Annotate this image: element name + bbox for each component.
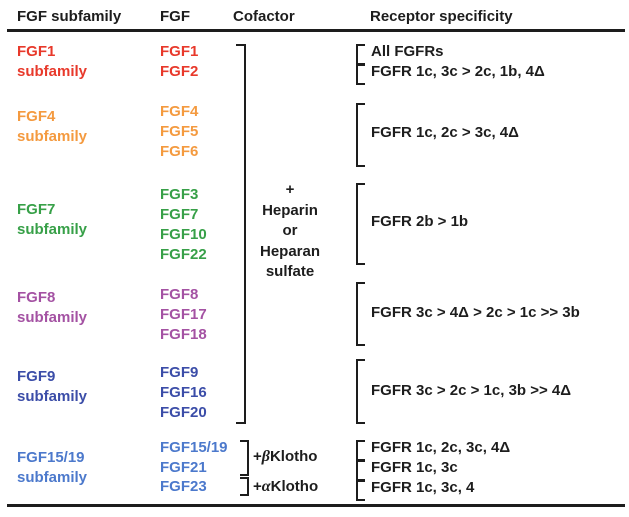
- receptor-specificity-text: FGFR 1c, 2c, 3c, 4Δ: [371, 439, 511, 456]
- receptor-bracket-icon: [356, 282, 365, 346]
- subfamily-label-fgf1-line1: FGF1: [17, 43, 56, 60]
- column-header-fgf: FGF: [160, 8, 190, 25]
- fgf-member-fgf15-19: FGF15/19: [160, 439, 228, 456]
- subfamily-label-fgf1-line2: subfamily: [17, 63, 88, 80]
- column-header-cofactor: Cofactor: [233, 8, 295, 25]
- beta-glyph: β: [261, 448, 270, 465]
- subfamily-label-fgf15-19-line2: subfamily: [17, 469, 88, 486]
- cofactor-line-sulfate: sulfate: [265, 263, 315, 280]
- receptor-specificity-text: All FGFRs: [371, 43, 444, 60]
- subfamily-label-fgf8-line1: FGF8: [17, 289, 56, 306]
- fgf-member-fgf23: FGF23: [160, 478, 207, 495]
- fgf-member-fgf20: FGF20: [160, 404, 207, 421]
- header-divider-line: [7, 29, 625, 32]
- bottom-divider-line: [7, 504, 625, 507]
- cofactor-line-or: or: [282, 222, 298, 239]
- cofactor-line-plus: +: [285, 181, 295, 198]
- receptor-specificity-text: FGFR 2b > 1b: [371, 213, 469, 230]
- subfamily-label-fgf15-19-line1: FGF15/19: [17, 449, 85, 466]
- alpha-klotho-name: Klotho: [270, 478, 319, 495]
- subfamily-label-fgf8-line2: subfamily: [17, 309, 88, 326]
- cofactor-shared-label: + Heparin or Heparan sulfate: [240, 180, 340, 283]
- receptor-bracket-icon: [356, 183, 365, 265]
- beta-klotho-label: +βKlotho: [253, 447, 317, 467]
- fgf-member-fgf18: FGF18: [160, 326, 207, 343]
- receptor-bracket-icon: [356, 440, 365, 461]
- receptor-bracket-icon: [356, 480, 365, 501]
- receptor-specificity-text: FGFR 3c > 2c > 1c, 3b >> 4Δ: [371, 382, 572, 399]
- column-header-fgf-subfamily: FGF subfamily: [17, 8, 122, 25]
- fgf-member-fgf6: FGF6: [160, 143, 199, 160]
- alpha-klotho-bracket-icon: [240, 477, 249, 496]
- subfamily-label-fgf7-line1: FGF7: [17, 201, 56, 218]
- fgf-member-fgf9: FGF9: [160, 364, 199, 381]
- fgf-member-fgf8: FGF8: [160, 286, 199, 303]
- receptor-specificity-text: FGFR 1c, 2c > 3c, 4Δ: [371, 124, 519, 141]
- alpha-klotho-plus: +: [253, 478, 262, 495]
- cofactor-line-heparin: Heparin: [262, 201, 318, 219]
- subfamily-label-fgf7-line2: subfamily: [17, 221, 88, 238]
- fgf-member-fgf17: FGF17: [160, 306, 207, 323]
- cofactor-line-heparan: Heparan: [259, 242, 321, 260]
- subfamily-label-fgf9-line1: FGF9: [17, 368, 56, 385]
- column-header-receptor-specificity: Receptor specificity: [370, 8, 513, 25]
- beta-klotho-plus: +: [253, 448, 262, 465]
- subfamily-label-fgf4-line2: subfamily: [17, 128, 88, 145]
- fgf-member-fgf4: FGF4: [160, 103, 199, 120]
- subfamily-label-fgf4-line1: FGF4: [17, 108, 56, 125]
- fgf-member-fgf2: FGF2: [160, 63, 199, 80]
- fgf-member-fgf10: FGF10: [160, 226, 207, 243]
- fgf-member-fgf21: FGF21: [160, 459, 207, 476]
- receptor-specificity-text: FGFR 1c, 3c, 4: [371, 479, 475, 496]
- receptor-specificity-text: FGFR 1c, 3c > 2c, 1b, 4Δ: [371, 63, 545, 80]
- receptor-bracket-icon: [356, 44, 365, 65]
- subfamily-label-fgf9-line2: subfamily: [17, 388, 88, 405]
- alpha-glyph: α: [261, 478, 271, 495]
- receptor-bracket-icon: [356, 64, 365, 85]
- receptor-specificity-text: FGFR 1c, 3c: [371, 459, 458, 476]
- receptor-bracket-icon: [356, 359, 365, 424]
- fgf-member-fgf16: FGF16: [160, 384, 207, 401]
- receptor-bracket-icon: [356, 103, 365, 167]
- fgf-member-fgf7: FGF7: [160, 206, 199, 223]
- fgf-member-fgf22: FGF22: [160, 246, 207, 263]
- receptor-specificity-text: FGFR 3c > 4Δ > 2c > 1c >> 3b: [371, 304, 580, 321]
- cofactor-group-bracket-icon: [236, 44, 246, 424]
- fgf-member-fgf1: FGF1: [160, 43, 199, 60]
- alpha-klotho-label: +αKlotho: [253, 477, 318, 497]
- beta-klotho-bracket-icon: [240, 440, 249, 476]
- fgf-member-fgf5: FGF5: [160, 123, 199, 140]
- receptor-bracket-icon: [356, 460, 365, 481]
- fgf-member-fgf3: FGF3: [160, 186, 199, 203]
- beta-klotho-name: Klotho: [269, 448, 318, 465]
